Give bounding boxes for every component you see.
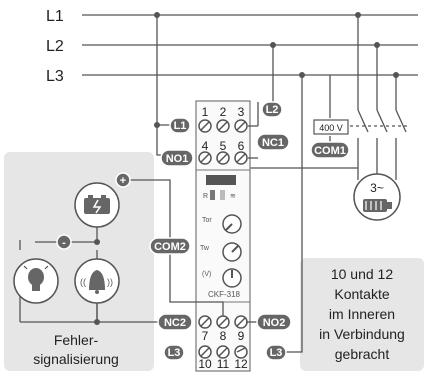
svg-text:-: - — [62, 237, 66, 249]
fault-label-line2: signalisierung — [33, 351, 119, 367]
svg-text:)): )) — [107, 277, 113, 287]
brand-logo — [206, 175, 236, 185]
alarm-bell: (( )) — [74, 258, 120, 304]
svg-text:NO1: NO1 — [166, 153, 189, 165]
tag-l3-left: L3 — [163, 344, 185, 361]
tag-nc1: NC1 — [256, 133, 290, 151]
svg-text:12: 12 — [234, 357, 248, 371]
svg-text:2: 2 — [220, 105, 227, 119]
svg-text:7: 7 — [202, 329, 209, 343]
device-name: CKF-318 — [208, 290, 241, 299]
note-line-1: 10 und 12 — [331, 266, 393, 282]
knob2-label: Tw — [200, 245, 210, 252]
svg-text:10: 10 — [198, 357, 212, 371]
svg-text:COM1: COM1 — [314, 145, 346, 157]
tag-l1: L1 — [169, 117, 191, 134]
svg-text:6: 6 — [238, 139, 245, 153]
tag-l2: L2 — [261, 101, 283, 118]
lamp-icon — [28, 268, 44, 286]
note-line-3: im Inneren — [329, 306, 395, 322]
line-label-l1: L1 — [46, 8, 64, 25]
svg-text:9: 9 — [238, 329, 245, 343]
svg-text:+: + — [120, 175, 126, 187]
terminal-numbers: 1 2 3 4 5 6 7 8 9 10 11 12 — [198, 105, 248, 371]
fault-label-line1: Fehler- — [54, 332, 99, 348]
tag-com1: COM1 — [310, 141, 350, 159]
led-mark: ≋ — [230, 193, 236, 200]
tag-l3-right: L3 — [265, 344, 287, 361]
svg-text:4: 4 — [202, 139, 209, 153]
svg-text:L1: L1 — [174, 120, 187, 132]
tag-minus: - — [56, 234, 72, 250]
svg-text:NC2: NC2 — [164, 317, 186, 329]
tag-no2: NO2 — [256, 313, 292, 331]
svg-text:L3: L3 — [168, 347, 181, 359]
motor: 3~ — [353, 173, 401, 221]
contactor: 400 V — [313, 15, 410, 180]
svg-text:11: 11 — [217, 357, 230, 371]
note-line-2: Kontakte — [334, 286, 389, 302]
voltage-label: 400 V — [319, 123, 343, 133]
tag-com2: COM2 — [149, 237, 191, 255]
svg-text:NO2: NO2 — [263, 317, 286, 329]
svg-text:5: 5 — [220, 139, 227, 153]
voltage-box — [313, 119, 349, 135]
knob1-label: Tor — [202, 217, 212, 224]
motor-label: 3~ — [370, 181, 384, 195]
led-r-label: R — [203, 193, 208, 200]
svg-text:NC1: NC1 — [262, 137, 284, 149]
svg-text:L3: L3 — [270, 347, 283, 359]
svg-text:L2: L2 — [266, 104, 279, 116]
svg-text:((: (( — [80, 277, 86, 287]
terminal-screws — [198, 119, 248, 359]
line-label-l2: L2 — [46, 38, 64, 55]
svg-text:3: 3 — [238, 105, 245, 119]
note-line-5: gebracht — [335, 346, 390, 362]
svg-text:8: 8 — [220, 329, 227, 343]
led-indicator-2 — [220, 190, 225, 200]
note-panel — [300, 258, 424, 371]
battery-icon — [84, 198, 110, 214]
note-line-4: in Verbindung — [319, 326, 405, 342]
svg-text:1: 1 — [202, 105, 209, 119]
tag-no1: NO1 — [160, 149, 194, 167]
lamp — [13, 258, 59, 304]
phase-lines: L1 L2 L3 — [46, 8, 418, 85]
power-supply — [74, 182, 120, 228]
tag-nc2: NC2 — [157, 313, 193, 331]
tag-plus: + — [115, 172, 131, 188]
svg-text:COM2: COM2 — [154, 241, 186, 253]
bell-icon — [89, 270, 105, 290]
line-label-l3: L3 — [46, 68, 64, 85]
led-indicator-r — [210, 190, 215, 200]
knob3-label: (V) — [202, 271, 211, 278]
